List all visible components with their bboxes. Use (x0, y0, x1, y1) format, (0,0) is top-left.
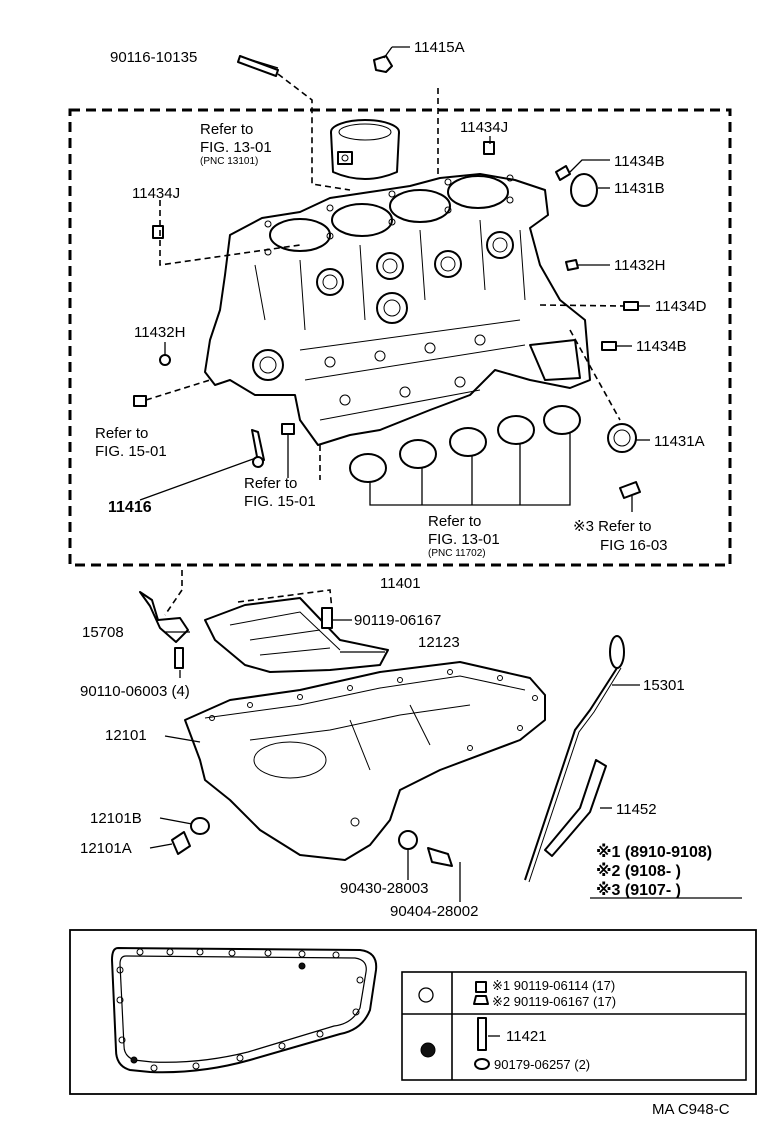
crank-bearings (349, 405, 581, 483)
label-refer-15-left-1: Refer to (95, 425, 148, 442)
label-90110-06003: 90110-06003 (4) (80, 683, 190, 700)
label-refer-16-1: ※3 Refer to (573, 518, 651, 535)
legend-bolt-2: ※2 90119-06167 (17) (492, 994, 616, 1009)
label-11434J-left: 11434J (132, 185, 180, 202)
label-11434J-top: 11434J (460, 119, 508, 136)
filled-circle-symbol (420, 1042, 436, 1058)
legend-90179-06257: 90179-06257 (2) (494, 1057, 590, 1072)
label-note-3: ※3 (9107- ) (596, 881, 681, 899)
label-refer-bearing-2: FIG. 13-01 (428, 531, 500, 548)
label-refer-piston-2: FIG. 13-01 (200, 139, 272, 156)
gasket-bolt-holes (116, 948, 364, 1072)
leader-lines (139, 46, 742, 902)
part-labels: 90116-10135 11415A Refer to FIG. 13-01 (… (80, 39, 712, 920)
label-note-1: ※1 (8910-9108) (596, 843, 712, 861)
label-90119-06167: 90119-06167 (354, 612, 441, 629)
label-note-2: ※2 (9108- ) (596, 862, 681, 880)
label-11416: 11416 (108, 499, 152, 516)
drain-plug-parts (139, 591, 453, 867)
label-11432H-left: 11432H (134, 324, 185, 341)
baffle-plate-illustration (204, 597, 389, 673)
engine-block-frame (68, 108, 732, 567)
label-refer-bearing-1: Refer to (428, 513, 481, 530)
label-12101: 12101 (105, 727, 147, 744)
label-refer-15-mid-1: Refer to (244, 475, 297, 492)
dipstick-illustration (524, 635, 625, 883)
label-11415A: 11415A (414, 39, 465, 56)
label-refer-16-2: FIG 16-03 (600, 537, 668, 554)
label-11434D: 11434D (655, 298, 707, 315)
label-11401: 11401 (380, 575, 421, 592)
label-90430-28003: 90430-28003 (340, 880, 428, 897)
label-11434B-top: 11434B (614, 153, 665, 170)
label-90404-28002: 90404-28002 (390, 903, 478, 920)
label-refer-piston-3: (PNC 13101) (200, 156, 258, 167)
cylinder-block-illustration (204, 173, 591, 446)
footer-diagram-code: MA C948-C (652, 1101, 730, 1118)
piston-illustration (330, 119, 400, 180)
label-refer-bearing-3: (PNC 11702) (428, 548, 486, 559)
label-12123: 12123 (418, 634, 460, 651)
oil-pan-illustration (184, 661, 546, 861)
label-90116-10135: 90116-10135 (110, 49, 197, 66)
label-11431B: 11431B (614, 180, 665, 197)
legend-bolt-1: ※1 90119-06114 (17) (492, 978, 615, 993)
label-11431A: 11431A (654, 433, 705, 450)
gasket-legend-box: ※1 90119-06114 (17) ※2 90119-06167 (17) … (69, 929, 757, 1095)
label-11432H-right: 11432H (614, 257, 665, 274)
label-12101A: 12101A (80, 840, 132, 857)
label-refer-15-left-2: FIG. 15-01 (95, 443, 167, 460)
open-circle-symbol (418, 987, 434, 1003)
label-refer-piston-1: Refer to (200, 121, 253, 138)
label-11452: 11452 (616, 801, 657, 818)
label-15708: 15708 (82, 624, 124, 641)
small-parts (133, 55, 641, 499)
label-12101B: 12101B (90, 810, 142, 827)
label-11434B-right: 11434B (636, 338, 687, 355)
legend-11421: 11421 (506, 1028, 547, 1045)
label-refer-15-mid-2: FIG. 15-01 (244, 493, 316, 510)
label-15301: 15301 (643, 677, 685, 694)
